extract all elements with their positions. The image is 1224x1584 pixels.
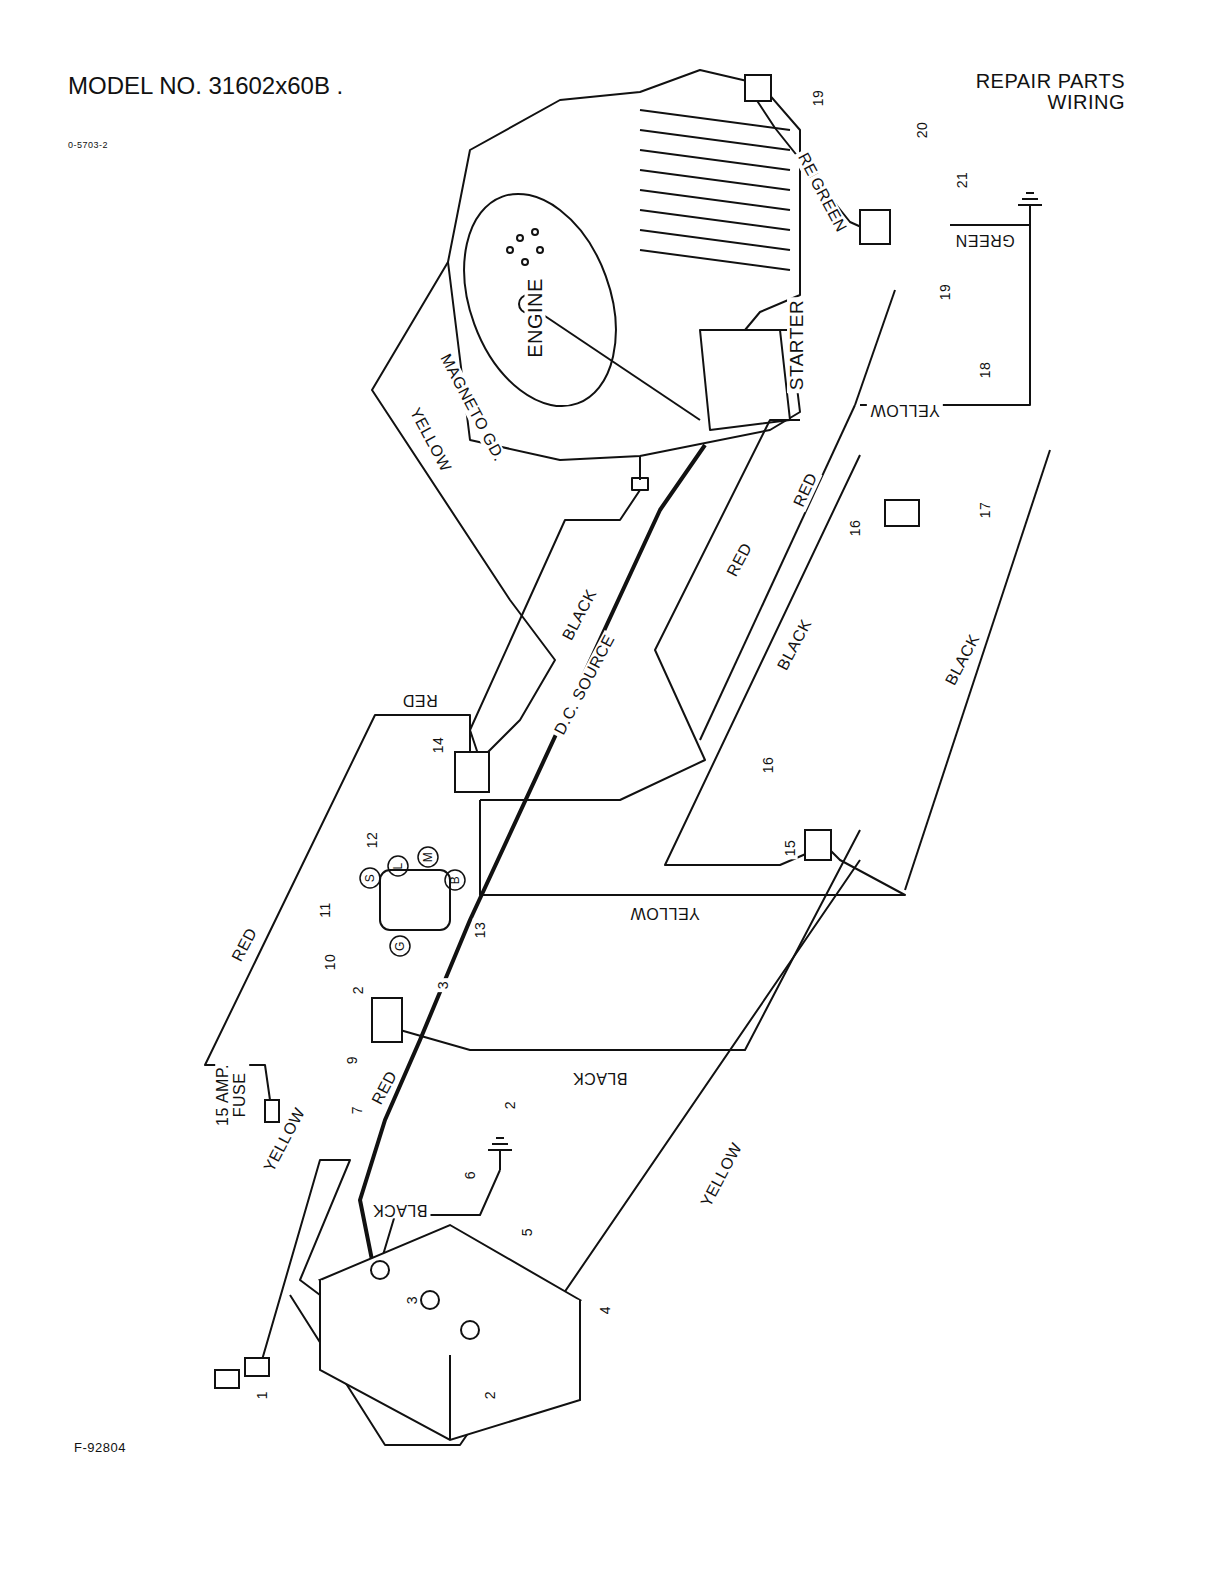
wire-color: YELLOW xyxy=(697,1138,747,1213)
fuse-rating: 15 AMP. FUSE xyxy=(215,1057,249,1133)
callout-number: 16 xyxy=(848,517,863,540)
terminal-letter: B xyxy=(449,876,462,885)
wire-color: BLACK xyxy=(370,1202,431,1219)
callout-number: 4 xyxy=(598,1303,613,1317)
harness-wires xyxy=(205,90,1050,1445)
callout-number: 17 xyxy=(978,499,993,522)
wire-color: YELLOW xyxy=(627,905,703,922)
wire-function: D.C. SOURCE xyxy=(550,630,619,741)
callout-number: 2 xyxy=(351,983,366,997)
wire-color: RED xyxy=(399,692,440,709)
callout-number: 9 xyxy=(345,1053,360,1067)
wire-color: RED xyxy=(723,538,757,582)
callout-number: 12 xyxy=(365,829,380,852)
callout-number: 7 xyxy=(350,1103,365,1117)
terminal-letter: L xyxy=(392,862,405,869)
callout-number: 20 xyxy=(915,119,930,142)
switch-terminals xyxy=(360,847,465,956)
callout-number: 21 xyxy=(955,169,970,192)
terminal-letter: G xyxy=(394,941,407,951)
callout-number: 14 xyxy=(431,734,446,757)
wire-color: YELLOW xyxy=(405,403,455,478)
callout-number: 13 xyxy=(473,919,488,942)
components xyxy=(215,75,919,1440)
wire-color: GREEN xyxy=(952,232,1017,249)
part-name: STARTER xyxy=(787,297,807,393)
callout-number: 6 xyxy=(463,1168,478,1182)
wire-color: RED xyxy=(228,923,262,967)
callout-number: 3 xyxy=(405,1293,420,1307)
callout-number: 5 xyxy=(520,1225,535,1239)
figure-number: F-92804 xyxy=(74,1441,126,1455)
drawing-number: 0-5703-2 xyxy=(68,141,108,150)
callout-number: 16 xyxy=(761,754,776,777)
wire-color: RED xyxy=(790,468,823,513)
callout-number: 3 xyxy=(436,978,451,992)
model-title: MODEL NO. 31602x60B . xyxy=(68,72,343,100)
callout-number: 10 xyxy=(323,951,338,974)
callout-number: 1 xyxy=(255,1388,270,1402)
terminal-letter: M xyxy=(422,852,435,863)
ground-symbols xyxy=(488,193,1042,1170)
wire-color: GREEN xyxy=(805,172,851,238)
callout-number: 19 xyxy=(811,87,826,110)
wire-color: YELLOW xyxy=(867,402,943,419)
wire-color: BLACK xyxy=(941,629,984,691)
wire-color: BLACK xyxy=(558,584,601,646)
callout-number: 15 xyxy=(783,837,798,860)
callout-number: 19 xyxy=(938,281,953,304)
part-name: ENGINE xyxy=(525,275,546,361)
terminal-letter: S xyxy=(364,874,377,883)
wire-color: BLACK xyxy=(570,1070,631,1087)
callout-number: 18 xyxy=(978,359,993,382)
callout-number: 11 xyxy=(318,899,333,921)
header-text: REPAIR PARTS WIRING xyxy=(935,71,1125,113)
callout-number: 2 xyxy=(483,1388,498,1402)
callout-number: 2 xyxy=(503,1098,518,1112)
